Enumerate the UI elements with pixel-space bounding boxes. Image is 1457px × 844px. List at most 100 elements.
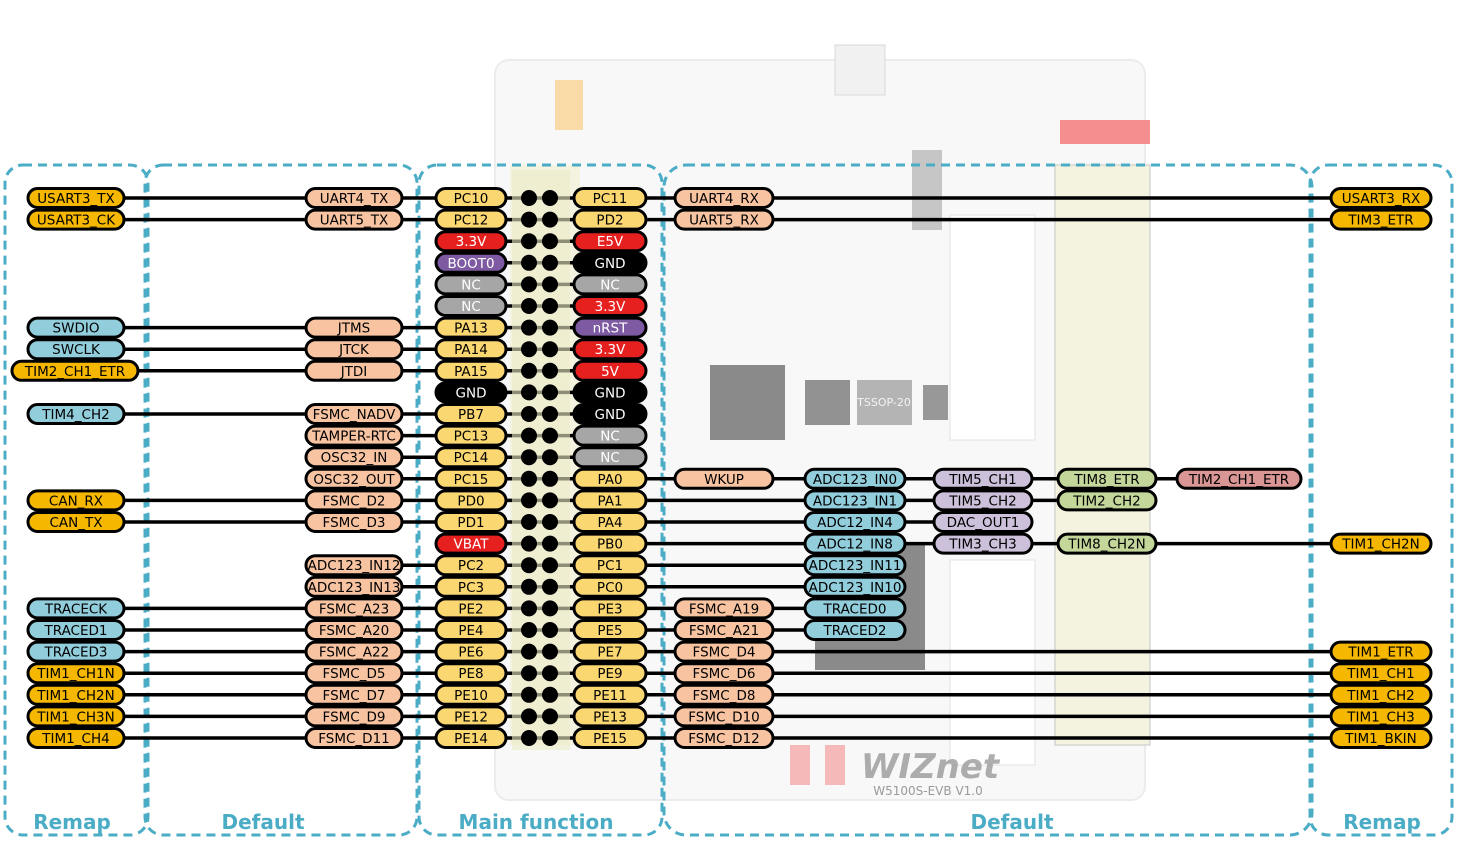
pin-label-text: TIM1_CH2 bbox=[1346, 688, 1414, 704]
header-pin bbox=[521, 730, 537, 746]
pin-label-text: FSMC_D7 bbox=[323, 688, 386, 704]
pin-label-text: FSMC_A22 bbox=[319, 645, 389, 661]
pin-label-text: PE4 bbox=[458, 623, 483, 639]
pin-label-pe15: PE15 bbox=[574, 729, 646, 748]
section-label-main: Main function bbox=[459, 810, 614, 834]
pin-label-text: TIM1_CH4 bbox=[41, 731, 109, 747]
pin-label-text: PC14 bbox=[454, 450, 489, 466]
pin-label-pc1: PC1 bbox=[574, 556, 646, 575]
header-pin bbox=[521, 276, 537, 292]
pin-label-swdio: SWDIO bbox=[28, 318, 124, 337]
pin-label-fsmc-d4: FSMC_D4 bbox=[675, 642, 773, 661]
header-pin bbox=[542, 384, 558, 400]
pin-label-tim2-ch2: TIM2_CH2 bbox=[1058, 491, 1156, 510]
pin-label-usart3-tx: USART3_TX bbox=[28, 189, 124, 208]
pin-label-pe2: PE2 bbox=[436, 599, 506, 618]
pin-label-tim3-ch3: TIM3_CH3 bbox=[934, 534, 1032, 553]
pin-label-pe4: PE4 bbox=[436, 621, 506, 640]
pin-label-text: TIM1_CH2N bbox=[1341, 537, 1419, 553]
pin-label-text: ADC123_IN10 bbox=[809, 580, 902, 596]
pin-label-traced3: TRACED3 bbox=[28, 642, 124, 661]
pin-label-tim1-ch2n: TIM1_CH2N bbox=[1331, 534, 1431, 553]
pin-label-pc12: PC12 bbox=[436, 210, 506, 229]
pin-label-fsmc-d11: FSMC_D11 bbox=[306, 729, 402, 748]
pin-label-tim2-ch1-etr: TIM2_CH1_ETR bbox=[12, 361, 138, 380]
pin-label-adc123-in1: ADC123_IN1 bbox=[805, 491, 905, 510]
pin-label-text: JTCK bbox=[338, 342, 370, 358]
pin-label-tim1-ch3n: TIM1_CH3N bbox=[28, 707, 124, 726]
pin-label-adc123-in11: ADC123_IN11 bbox=[805, 556, 905, 575]
pin-label-gnd: GND bbox=[574, 253, 646, 272]
pin-label-can-rx: CAN_RX bbox=[28, 491, 124, 510]
pin-label-tim5-ch2: TIM5_CH2 bbox=[934, 491, 1032, 510]
pin-label-text: PC15 bbox=[454, 472, 489, 488]
pin-label-gnd: GND bbox=[574, 383, 646, 402]
pin-label-pb7: PB7 bbox=[436, 405, 506, 424]
pin-label-text: FSMC_D10 bbox=[688, 709, 760, 725]
pin-label-boot0: BOOT0 bbox=[436, 253, 506, 272]
pin-label-pe7: PE7 bbox=[574, 642, 646, 661]
pin-label-pb0: PB0 bbox=[574, 534, 646, 553]
pin-label-fsmc-a19: FSMC_A19 bbox=[675, 599, 773, 618]
pin-label-text: 5V bbox=[601, 364, 620, 380]
pin-label-text: UART5_TX bbox=[320, 213, 389, 229]
pin-label-pe9: PE9 bbox=[574, 664, 646, 683]
header-pin bbox=[521, 622, 537, 638]
header-pin bbox=[521, 471, 537, 487]
pin-label-text: PE11 bbox=[593, 688, 627, 704]
header-pin bbox=[521, 298, 537, 314]
pin-label-text: FSMC_NADV bbox=[313, 407, 396, 423]
pin-label-text: GND bbox=[595, 256, 626, 272]
pin-label-pc0: PC0 bbox=[574, 577, 646, 596]
pin-label-text: PA4 bbox=[597, 515, 622, 531]
pin-label-text: PE10 bbox=[454, 688, 488, 704]
pin-label-pc3: PC3 bbox=[436, 577, 506, 596]
pin-label-pe8: PE8 bbox=[436, 664, 506, 683]
header-pin bbox=[521, 536, 537, 552]
pin-label-fsmc-nadv: FSMC_NADV bbox=[306, 405, 402, 424]
pin-label-text: ADC123_IN12 bbox=[308, 558, 401, 574]
pin-label-fsmc-d6: FSMC_D6 bbox=[675, 664, 773, 683]
header-pin bbox=[542, 708, 558, 724]
brand-logo: WIZnet bbox=[861, 747, 1001, 787]
header-pin bbox=[521, 320, 537, 336]
pin-label-text: PA13 bbox=[454, 321, 488, 337]
pin-label-pd1: PD1 bbox=[436, 513, 506, 532]
pin-label-text: E5V bbox=[597, 234, 624, 250]
pin-label-adc12-in4: ADC12_IN4 bbox=[805, 513, 905, 532]
pin-label-3-3v: 3.3V bbox=[574, 297, 646, 316]
pin-label-text: TIM1_CH1N bbox=[36, 666, 114, 682]
pin-label-fsmc-d3: FSMC_D3 bbox=[306, 513, 402, 532]
pin-label-tim3-etr: TIM3_ETR bbox=[1331, 210, 1431, 229]
pin-label-adc123-in12: ADC123_IN12 bbox=[306, 556, 402, 575]
section-label-remap-left: Remap bbox=[33, 810, 111, 834]
header-pin bbox=[521, 341, 537, 357]
pin-label-text: USART3_CK bbox=[37, 213, 116, 229]
pin-label-text: BOOT0 bbox=[447, 256, 494, 272]
pin-label-text: OSC32_OUT bbox=[313, 472, 395, 488]
pin-label-text: PE3 bbox=[597, 601, 622, 617]
header-pin bbox=[542, 255, 558, 271]
pin-label-pd0: PD0 bbox=[436, 491, 506, 510]
header-pin bbox=[521, 687, 537, 703]
pin-label-text: TIM1_ETR bbox=[1347, 645, 1413, 661]
pin-label-uart4-tx: UART4_TX bbox=[306, 189, 402, 208]
pin-label-tim1-ch2n: TIM1_CH2N bbox=[28, 685, 124, 704]
pin-label-text: GND bbox=[456, 385, 487, 401]
pin-label-text: TIM2_CH2 bbox=[1072, 493, 1140, 509]
pin-label-text: PE6 bbox=[458, 645, 483, 661]
pin-label-text: VBAT bbox=[454, 537, 490, 553]
pin-label-uart5-rx: UART5_RX bbox=[675, 210, 773, 229]
pin-label-text: FSMC_A20 bbox=[319, 623, 389, 639]
pin-label-text: PC2 bbox=[458, 558, 484, 574]
section-labels: RemapDefaultMain functionDefaultRemap bbox=[33, 810, 1421, 834]
pin-label-adc123-in0: ADC123_IN0 bbox=[805, 469, 905, 488]
pin-label-text: FSMC_D2 bbox=[323, 493, 386, 509]
header-pin bbox=[542, 449, 558, 465]
board-model: W5100S-EVB V1.0 bbox=[873, 784, 982, 798]
pin-label-pc14: PC14 bbox=[436, 448, 506, 467]
pin-label-pc2: PC2 bbox=[436, 556, 506, 575]
pin-label-gnd: GND bbox=[574, 405, 646, 424]
header-pin bbox=[542, 622, 558, 638]
header-pin bbox=[521, 212, 537, 228]
